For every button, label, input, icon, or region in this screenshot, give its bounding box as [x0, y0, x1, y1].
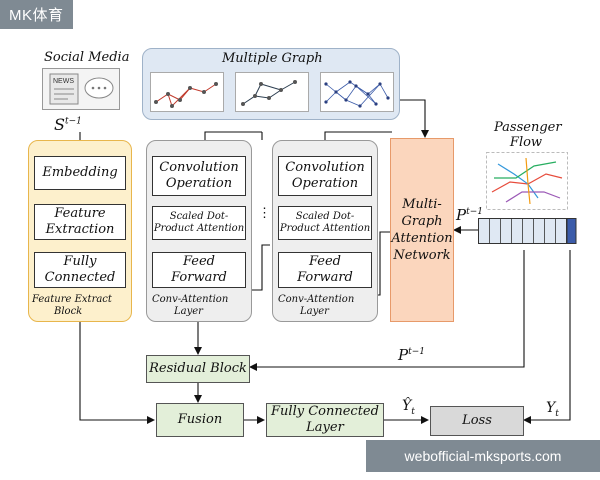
- loss-box: Loss: [430, 406, 524, 436]
- embedding-box: Embedding: [34, 156, 126, 190]
- stack-dots: ⋮: [258, 206, 271, 221]
- attention-box-2: Scaled Dot-Product Attention: [278, 206, 372, 240]
- p-symbol-bottom: Pt−1: [398, 346, 425, 364]
- multiple-graph-title: Multiple Graph: [222, 51, 323, 66]
- arrow-flow-to-loss: [523, 250, 571, 424]
- graph-1-image: [150, 72, 224, 112]
- svg-text:NEWS: NEWS: [53, 78, 74, 85]
- passenger-flow-vector: [478, 218, 577, 244]
- social-media-title: Social Media: [44, 50, 130, 65]
- arrow-flow-to-residual: [249, 250, 525, 371]
- residual-block: Residual Block: [146, 355, 250, 383]
- news-chat-icon: NEWS: [42, 68, 120, 110]
- graph-2-image: [235, 72, 309, 112]
- fusion-box: Fusion: [156, 403, 244, 437]
- watermark-bottom: webofficial-mksports.com: [366, 440, 600, 472]
- y-hat-label: Ŷt: [402, 398, 415, 417]
- social-symbol: St−1: [54, 115, 82, 134]
- watermark-top: MK体育: [0, 0, 73, 29]
- graph-3-image: [320, 72, 394, 112]
- arrow-graph-to-mgan: [400, 99, 429, 138]
- attention-box-1: Scaled Dot-Product Attention: [152, 206, 246, 240]
- y-label: Yt: [546, 400, 559, 419]
- metro-map-image: [486, 152, 568, 210]
- arrow-feature-to-fusion: [79, 322, 155, 424]
- p-symbol-right: Pt−1: [456, 206, 483, 224]
